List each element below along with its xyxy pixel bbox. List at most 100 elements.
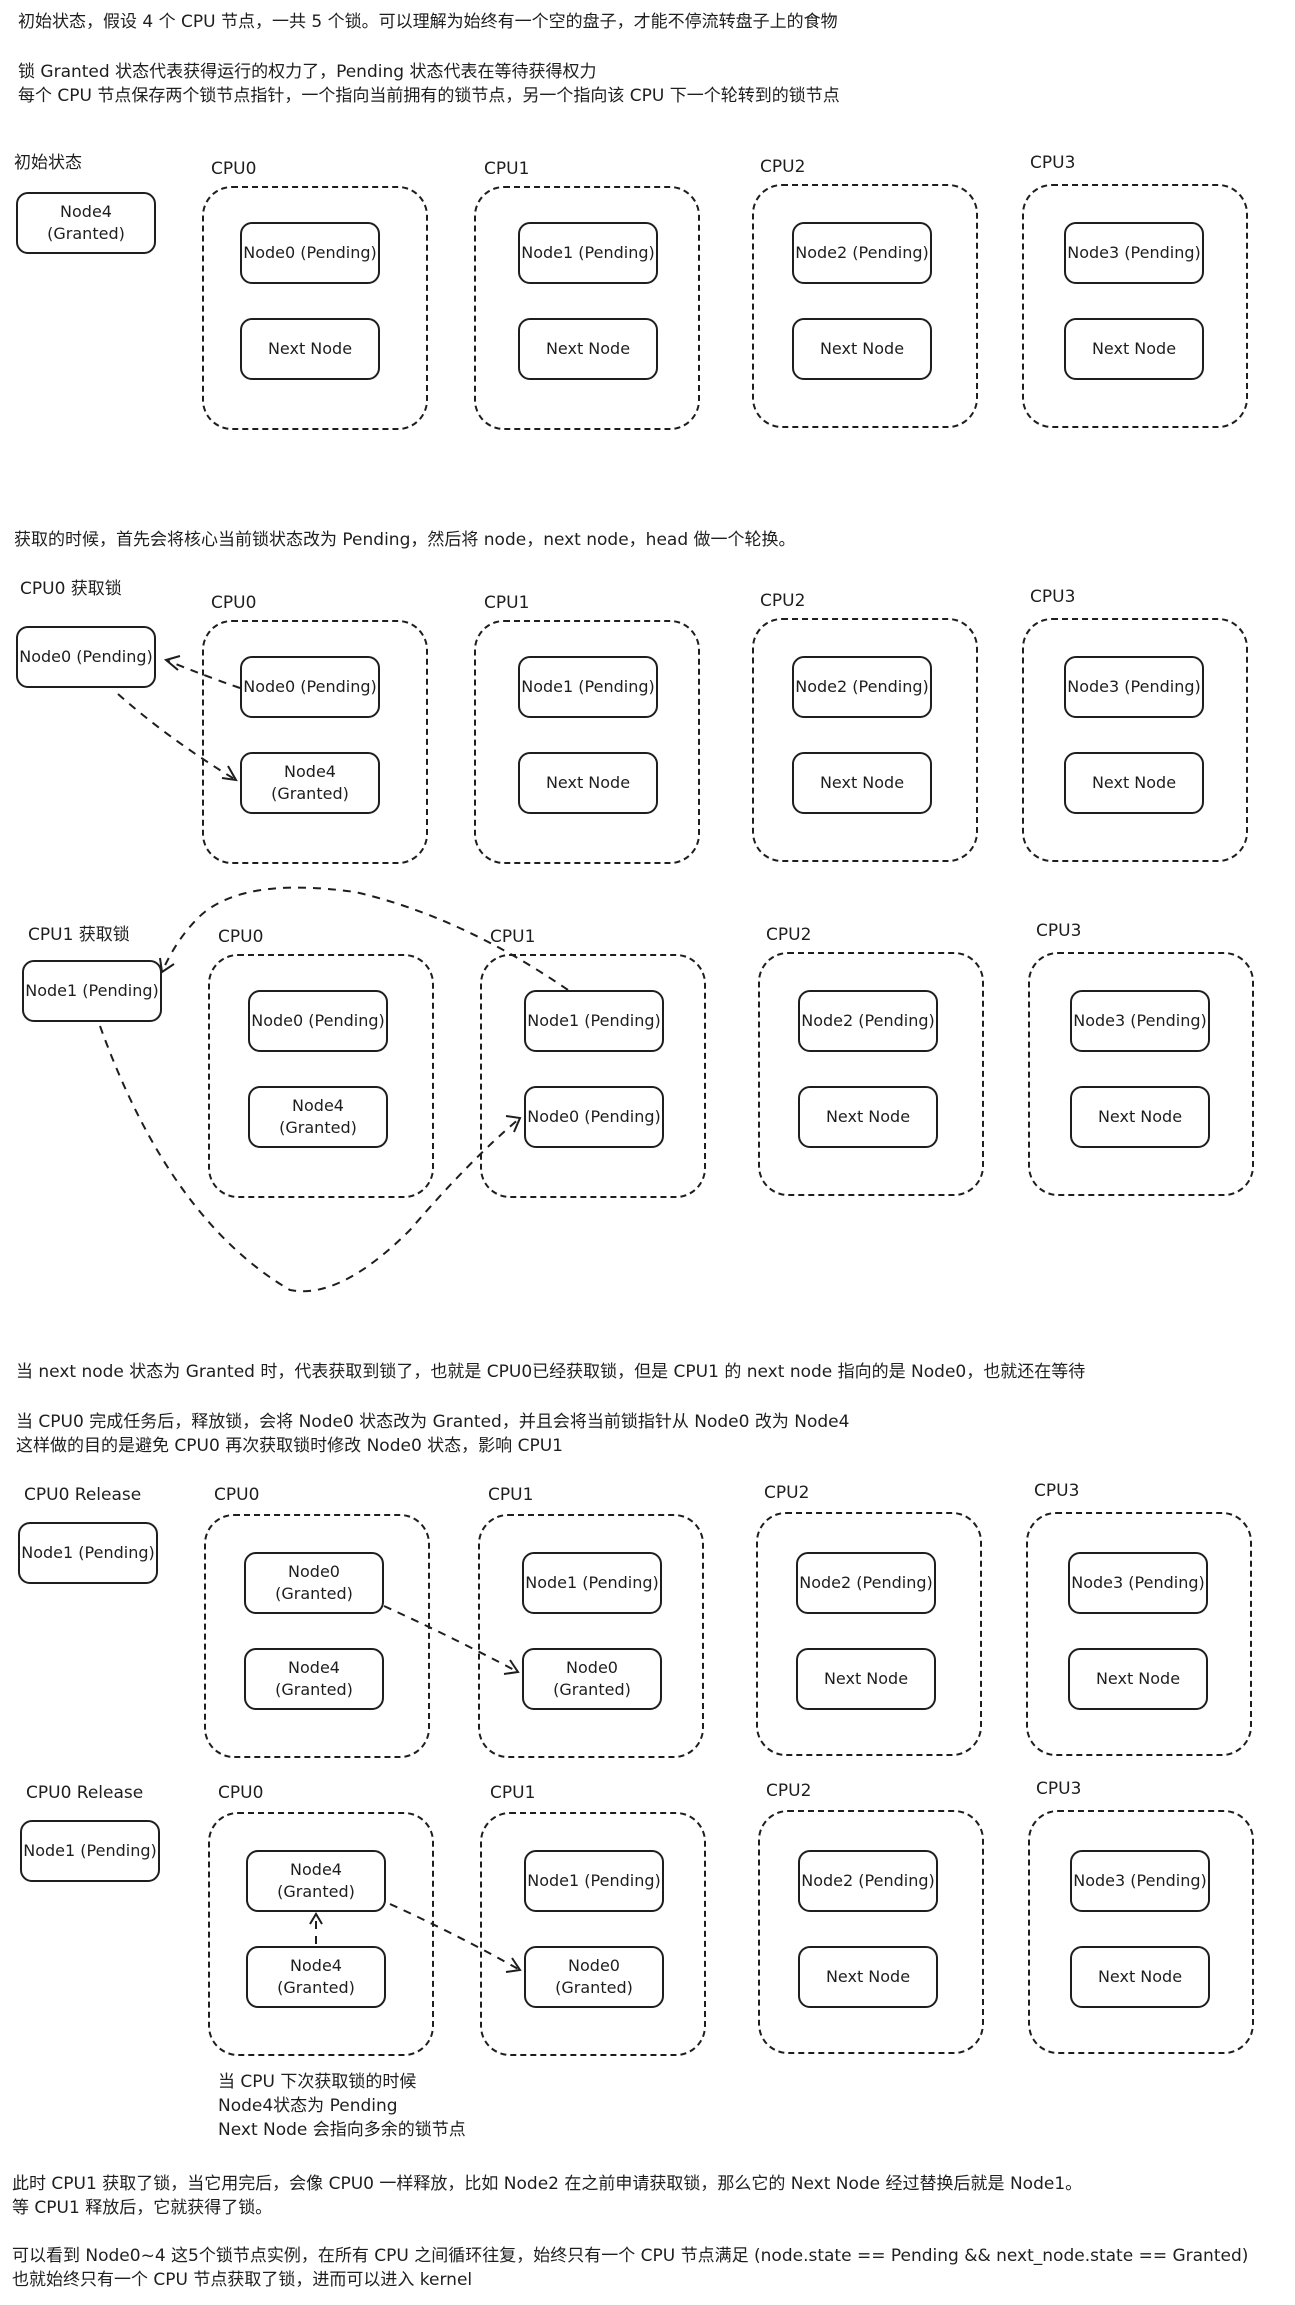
cpu-label: CPU1 [488, 1485, 534, 1505]
section-label: CPU0 获取锁 [20, 579, 122, 599]
cpu3-box [1022, 184, 1248, 428]
cpu2-next-node: Next Node [792, 752, 932, 814]
cpu0-box [202, 186, 428, 430]
cpu-label: CPU1 [490, 927, 536, 947]
release-description-1: 当 CPU0 完成任务后，释放锁，会将 Node0 状态改为 Granted，并… [16, 1412, 850, 1432]
final-line-2: 等 CPU1 释放后，它就获得了锁。 [12, 2198, 273, 2218]
cpu3-next-node: Next Node [1070, 1946, 1210, 2008]
cpu1-next-node: Next Node [518, 752, 658, 814]
cpu3-node: Node3 (Pending) [1064, 656, 1204, 718]
cpu2-box [758, 952, 984, 1196]
cpu1-box [474, 186, 700, 430]
cpu3-box [1028, 1810, 1254, 2054]
section-label: 初始状态 [14, 153, 82, 173]
cpu1-node: Node1 (Pending) [524, 990, 664, 1052]
cpu1-next-node: Node0 (Granted) [522, 1648, 662, 1710]
cpu-label: CPU1 [484, 593, 530, 613]
cpu1-next-node: Next Node [518, 318, 658, 380]
cpu2-box [758, 1810, 984, 2054]
cpu2-box [752, 618, 978, 862]
cpu0-next-node: Node4 (Granted) [240, 752, 380, 814]
cpu-label: CPU3 [1036, 921, 1082, 941]
cpu0-next-node: Next Node [240, 318, 380, 380]
cpu3-box [1026, 1512, 1252, 1756]
cpu-label: CPU0 [211, 593, 257, 613]
cpu1-box [474, 620, 700, 864]
cpu2-next-node: Next Node [798, 1086, 938, 1148]
cpu2-node: Node2 (Pending) [798, 1850, 938, 1912]
cpu0-next-node: Node4 (Granted) [248, 1086, 388, 1148]
cpu0-node: Node0 (Granted) [244, 1552, 384, 1614]
final-line-3: 可以看到 Node0~4 这5个锁节点实例，在所有 CPU 之间循环往复，始终只… [12, 2246, 1249, 2266]
cpu2-node: Node2 (Pending) [798, 990, 938, 1052]
cpu2-node: Node2 (Pending) [796, 1552, 936, 1614]
note-line-2: Node4状态为 Pending [218, 2096, 398, 2116]
cpu3-node: Node3 (Pending) [1068, 1552, 1208, 1614]
cpu-label: CPU2 [760, 157, 806, 177]
cpu-label: CPU3 [1030, 153, 1076, 173]
cpu-label: CPU3 [1036, 1779, 1082, 1799]
cpu0-node: Node0 (Pending) [240, 222, 380, 284]
section-label: CPU1 获取锁 [28, 925, 130, 945]
cpu-label: CPU0 [214, 1485, 260, 1505]
cpu-label: CPU1 [490, 1783, 536, 1803]
cpu2-box [756, 1512, 982, 1756]
side-node: Node1 (Pending) [22, 960, 162, 1022]
cpu3-node: Node3 (Pending) [1070, 990, 1210, 1052]
acquire-description: 获取的时候，首先会将核心当前锁状态改为 Pending，然后将 node，nex… [14, 530, 796, 550]
release-description-2: 这样做的目的是避免 CPU0 再次获取锁时修改 Node0 状态，影响 CPU1 [16, 1436, 563, 1456]
cpu3-box [1028, 952, 1254, 1196]
cpu-label: CPU2 [766, 925, 812, 945]
cpu3-next-node: Next Node [1070, 1086, 1210, 1148]
cpu3-next-node: Next Node [1068, 1648, 1208, 1710]
section-label: CPU0 Release [26, 1783, 144, 1803]
cpu-label: CPU2 [766, 1781, 812, 1801]
side-node: Node0 (Pending) [16, 626, 156, 688]
final-line-4: 也就始终只有一个 CPU 节点获取了锁，进而可以进入 kernel [12, 2270, 473, 2290]
cpu-label: CPU0 [218, 927, 264, 947]
cpu3-node: Node3 (Pending) [1064, 222, 1204, 284]
cpu2-node: Node2 (Pending) [792, 656, 932, 718]
cpu0-box [208, 1812, 434, 2056]
cpu3-next-node: Next Node [1064, 752, 1204, 814]
cpu1-node: Node1 (Pending) [518, 656, 658, 718]
intro-line-2: 锁 Granted 状态代表获得运行的权力了，Pending 状态代表在等待获得… [18, 62, 597, 82]
cpu2-next-node: Next Node [792, 318, 932, 380]
cpu-label: CPU2 [760, 591, 806, 611]
cpu0-node: Node4 (Granted) [246, 1850, 386, 1912]
cpu1-next-node: Node0 (Pending) [524, 1086, 664, 1148]
cpu1-box [480, 1812, 706, 2056]
cpu0-box [204, 1514, 430, 1758]
cpu-label: CPU3 [1030, 587, 1076, 607]
cpu2-box [752, 184, 978, 428]
cpu2-next-node: Next Node [798, 1946, 938, 2008]
cpu3-box [1022, 618, 1248, 862]
cpu3-next-node: Next Node [1064, 318, 1204, 380]
cpu-label: CPU3 [1034, 1481, 1080, 1501]
cpu-label: CPU2 [764, 1483, 810, 1503]
cpu1-node: Node1 (Pending) [522, 1552, 662, 1614]
cpu0-node: Node0 (Pending) [240, 656, 380, 718]
cpu1-box [478, 1514, 704, 1758]
cpu3-node: Node3 (Pending) [1070, 1850, 1210, 1912]
section-label: CPU0 Release [24, 1485, 142, 1505]
final-line-1: 此时 CPU1 获取了锁，当它用完后，会像 CPU0 一样释放，比如 Node2… [12, 2174, 1083, 2194]
intro-line-1: 初始状态，假设 4 个 CPU 节点，一共 5 个锁。可以理解为始终有一个空的盘… [18, 12, 838, 32]
note-line-3: Next Node 会指向多余的锁节点 [218, 2120, 466, 2140]
cpu-label: CPU0 [211, 159, 257, 179]
note-line-1: 当 CPU 下次获取锁的时候 [218, 2072, 417, 2092]
granted-description: 当 next node 状态为 Granted 时，代表获取到锁了，也就是 CP… [16, 1362, 1086, 1382]
cpu0-next-node: Node4 (Granted) [244, 1648, 384, 1710]
cpu-label: CPU0 [218, 1783, 264, 1803]
side-node: Node1 (Pending) [18, 1522, 158, 1584]
cpu2-next-node: Next Node [796, 1648, 936, 1710]
cpu1-next-node: Node0 (Granted) [524, 1946, 664, 2008]
cpu1-node: Node1 (Pending) [524, 1850, 664, 1912]
side-node: Node1 (Pending) [20, 1820, 160, 1882]
cpu1-node: Node1 (Pending) [518, 222, 658, 284]
side-node: Node4 (Granted) [16, 192, 156, 254]
cpu-label: CPU1 [484, 159, 530, 179]
cpu2-node: Node2 (Pending) [792, 222, 932, 284]
cpu0-node: Node0 (Pending) [248, 990, 388, 1052]
intro-line-3: 每个 CPU 节点保存两个锁节点指针，一个指向当前拥有的锁节点，另一个指向该 C… [18, 86, 840, 106]
